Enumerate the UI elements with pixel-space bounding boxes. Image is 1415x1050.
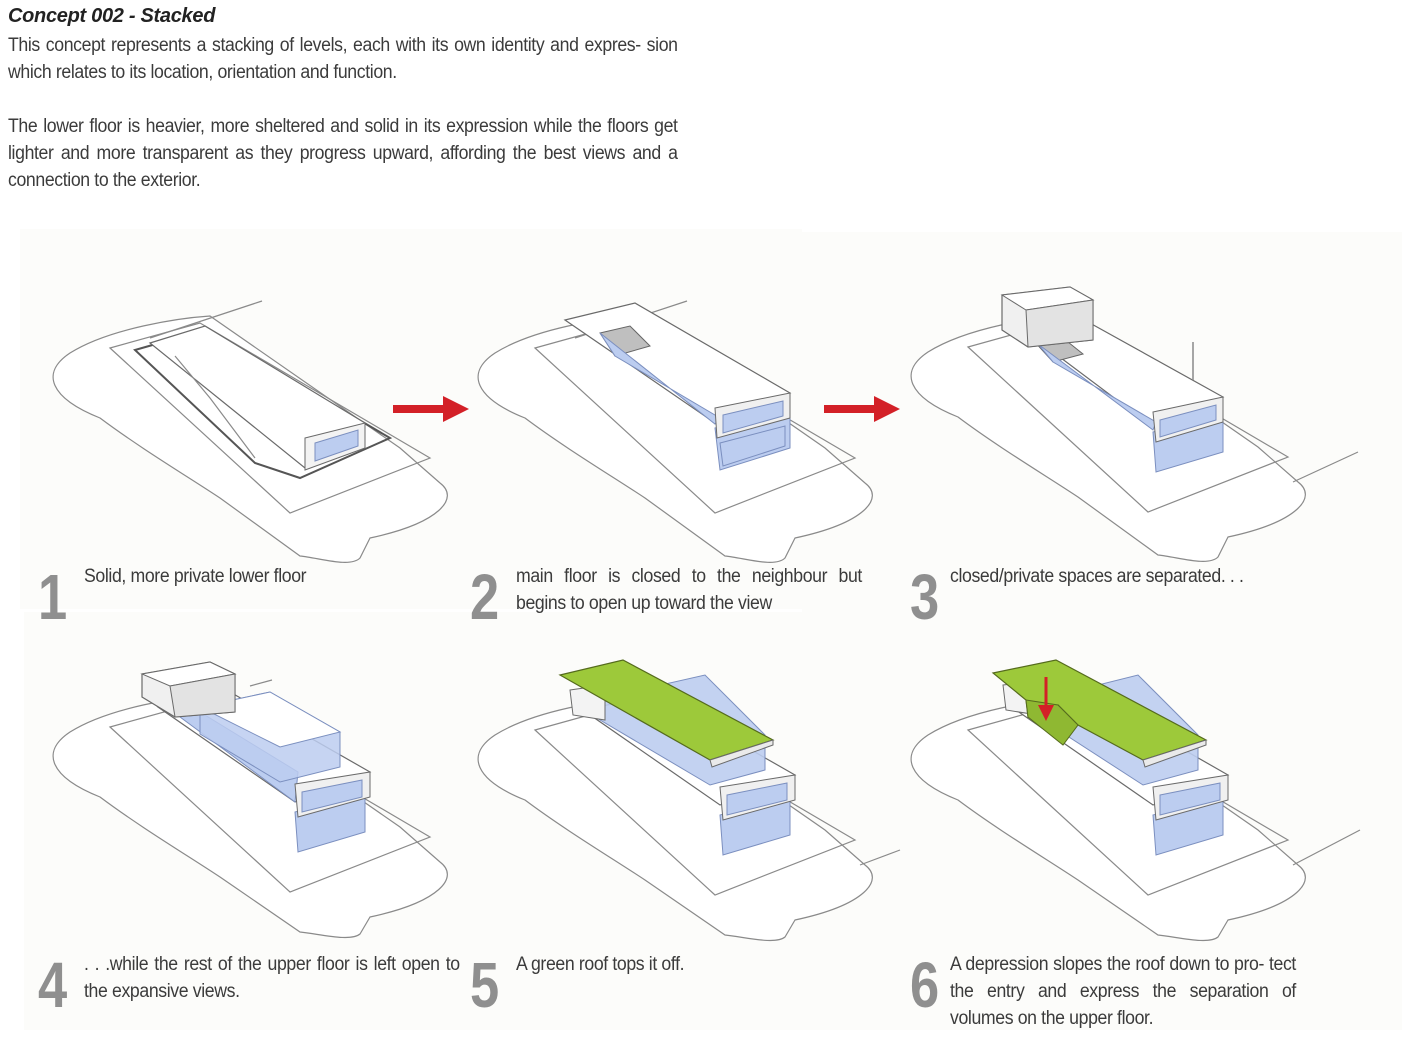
intro-paragraph: This concept represents a stacking of le… — [8, 35, 678, 83]
step-number: 5 — [470, 949, 500, 1021]
step-caption: A green roof tops it off. — [516, 954, 685, 975]
diagram-step-6 — [898, 655, 1361, 985]
diagram-step-1 — [40, 298, 480, 628]
step-caption: . . .while the rest of the upper floor i… — [84, 954, 460, 1002]
model-step-6 — [910, 659, 1361, 942]
step-number: 4 — [38, 949, 68, 1021]
down-arrow-icon — [1038, 677, 1054, 721]
diagram-step-5 — [465, 655, 905, 985]
model-step-1 — [52, 300, 448, 563]
step-number: 3 — [910, 561, 940, 633]
step-caption: A depression slopes the roof down to pro… — [950, 954, 1296, 1029]
header: Concept 002 - Stacked This concept repre… — [8, 4, 678, 194]
model-step-2 — [477, 300, 873, 563]
diagram-step-4 — [40, 661, 480, 992]
model-step-4 — [52, 661, 448, 939]
page-title: Concept 002 - Stacked — [8, 5, 216, 27]
model-step-3 — [910, 286, 1359, 562]
diagram-step-3 — [898, 286, 1359, 622]
step-caption: closed/private spaces are separated. . . — [950, 566, 1244, 587]
step-number: 1 — [38, 561, 68, 633]
diagram-step-2 — [465, 298, 905, 628]
step-number: 6 — [910, 949, 940, 1021]
step-number: 2 — [470, 561, 500, 633]
step-caption: main floor is closed to the neighbour bu… — [516, 566, 862, 614]
right-arrow-icon — [824, 396, 900, 422]
step-caption: Solid, more private lower floor — [84, 566, 307, 587]
right-arrow-icon — [393, 396, 469, 422]
model-step-5 — [477, 659, 901, 942]
description-paragraph: The lower floor is heavier, more shelter… — [8, 116, 678, 191]
